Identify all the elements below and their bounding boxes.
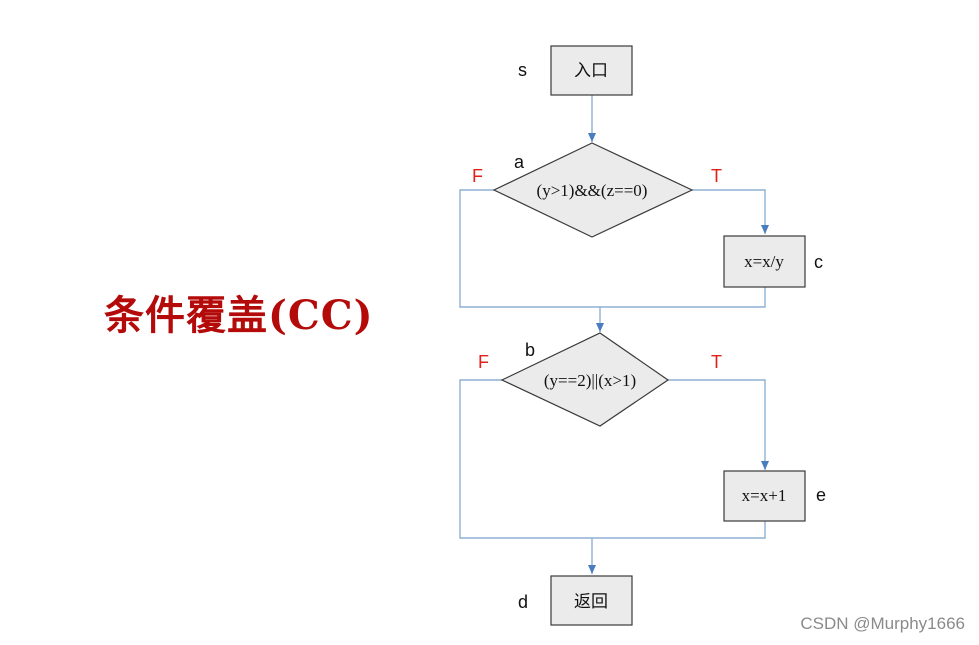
decision-a-false-label: F	[472, 166, 483, 186]
process-e	[723, 470, 806, 522]
decision-a-condition: (y>1)&&(z==0)	[537, 181, 648, 200]
start-node-id: s	[518, 60, 527, 80]
edge-e-out	[592, 521, 766, 539]
diagram-title: 条件覆盖(CC)	[104, 292, 374, 339]
decision-a-id: a	[514, 152, 525, 172]
process-c-statement: x=x/y	[744, 252, 784, 271]
start-node-label: 入口	[574, 61, 608, 80]
decision-a	[492, 142, 694, 238]
decision-b-true-label: T	[711, 352, 722, 372]
decision-b-false-label: F	[478, 352, 489, 372]
process-e-statement: x=x+1	[742, 486, 787, 505]
decision-a-true-label: T	[711, 166, 722, 186]
process-e-id: e	[816, 485, 826, 505]
edge-b-false	[459, 379, 592, 539]
end-node	[550, 575, 633, 626]
connectors	[459, 95, 769, 574]
edge-a-false	[459, 189, 600, 308]
edge-c-out	[600, 287, 766, 308]
edge-a-true-to-c	[692, 189, 769, 234]
end-node-label: 返回	[574, 592, 608, 611]
edge-b-true-to-e	[668, 379, 769, 470]
process-c	[723, 235, 806, 288]
decision-b-id: b	[525, 340, 535, 360]
decision-b-condition: (y==2)||(x>1)	[544, 371, 636, 390]
watermark: CSDN @Murphy1666	[800, 614, 965, 633]
start-node	[550, 45, 633, 96]
decision-b	[500, 332, 670, 427]
process-c-id: c	[814, 252, 823, 272]
end-node-id: d	[518, 592, 528, 612]
